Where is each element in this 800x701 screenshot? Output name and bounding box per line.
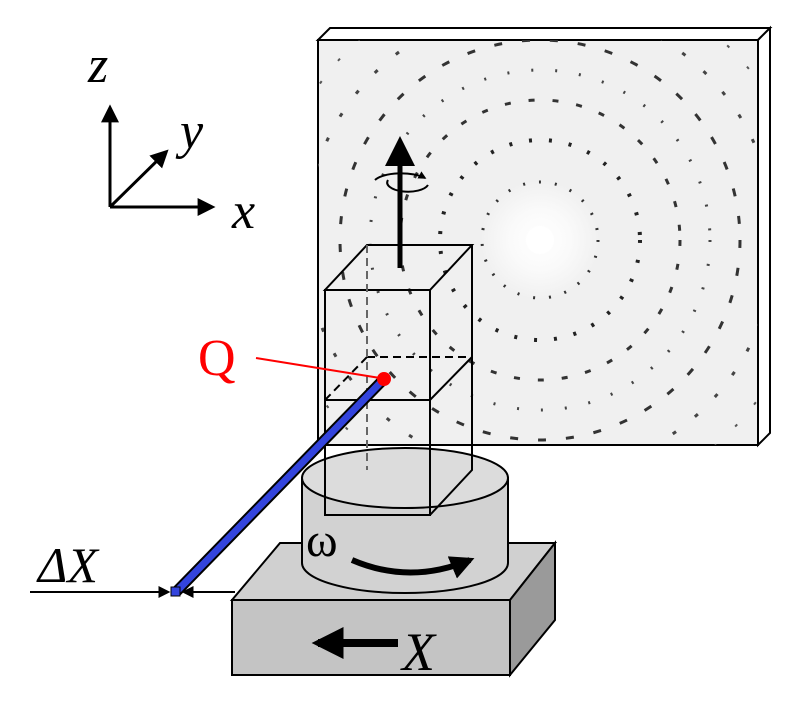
diffraction-rings [318, 40, 758, 445]
offset-indicator: ΔX [30, 537, 235, 598]
coordinate-axes: z y x [87, 37, 255, 240]
q-point-marker [377, 372, 391, 386]
y-axis-label: y [175, 103, 204, 160]
q-label: Q [198, 330, 236, 387]
rotation-cylinder: ω [301, 447, 509, 594]
z-axis-label: z [87, 37, 108, 94]
x-axis-label: x [231, 183, 255, 240]
detector-plate [315, 25, 773, 448]
q-leader-line [255, 357, 381, 379]
rotation-omega-label: ω [306, 514, 338, 567]
rotation-arrow [350, 556, 475, 579]
sample-box [322, 244, 475, 516]
probe-rod [170, 376, 387, 597]
translation-label: X [400, 622, 437, 682]
rotation-axis [374, 136, 429, 268]
offset-label: ΔX [36, 537, 100, 593]
